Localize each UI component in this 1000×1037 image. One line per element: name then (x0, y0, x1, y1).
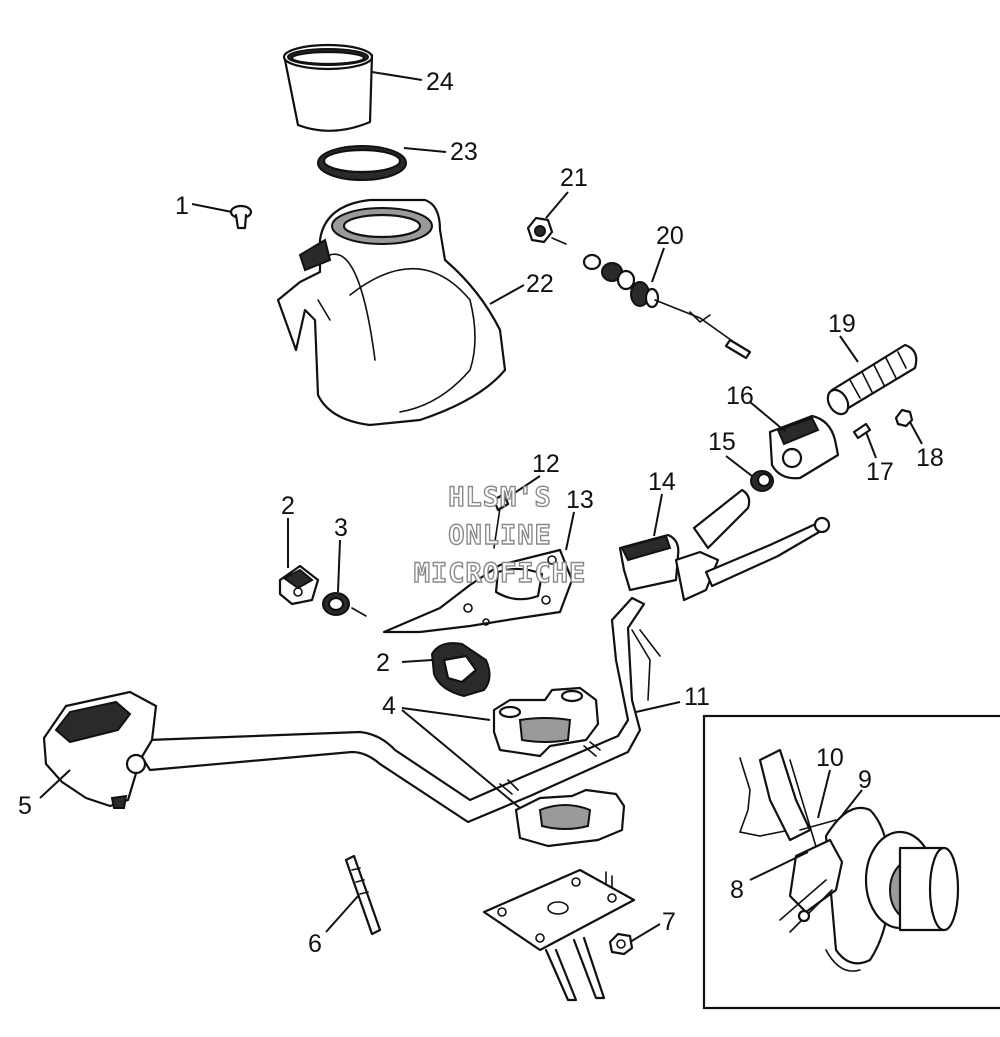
callout-11: 11 (684, 683, 710, 711)
part-23-ring (317, 145, 407, 181)
callout-2-upper: 2 (281, 492, 295, 520)
callout-9: 9 (858, 766, 872, 794)
part-18-bolt (894, 408, 914, 428)
callout-18: 18 (916, 444, 944, 472)
watermark-line-2: ONLINE (448, 520, 552, 551)
callout-5: 5 (18, 792, 32, 820)
callout-16: 16 (726, 382, 754, 410)
callout-7: 7 (662, 908, 676, 936)
callout-22: 22 (526, 270, 554, 298)
part-2-upper-switch (278, 564, 320, 606)
callout-3: 3 (334, 514, 348, 542)
callout-8: 8 (730, 876, 744, 904)
inset-detail (702, 714, 1000, 1010)
callout-12: 12 (532, 450, 560, 478)
part-13-mount-plate (382, 548, 574, 634)
part-1-screw (229, 204, 253, 230)
callout-17: 17 (866, 458, 894, 486)
watermark-line-1: HLSM'S (448, 482, 552, 513)
part-4-lower-clamp (514, 788, 626, 848)
part-24-gauge-cylinder (282, 43, 374, 132)
watermark-line-3: MICROFICHE (414, 558, 587, 589)
part-2-lower-ignition (430, 642, 491, 698)
watermark: HLSM'S ONLINE MICROFICHE (413, 481, 587, 589)
part-3-nut (322, 592, 367, 617)
callout-14: 14 (648, 468, 676, 496)
callout-23: 23 (450, 138, 478, 166)
part-21-nut (526, 216, 567, 245)
callout-6: 6 (308, 930, 322, 958)
part-5-switch-housing (42, 690, 158, 809)
part-20-drive-gear (582, 253, 752, 360)
callout-19: 19 (828, 310, 856, 338)
part-22-cowl (276, 198, 507, 427)
part-4-upper-clamp (492, 686, 600, 758)
leader-lines (39, 71, 923, 943)
callout-2-lower: 2 (376, 649, 390, 677)
part-11-handlebar (138, 596, 661, 824)
part-15-collar (750, 470, 774, 492)
callout-10: 10 (816, 744, 844, 772)
part-19-grip (826, 343, 918, 416)
callout-1: 1 (175, 192, 189, 220)
callout-24: 24 (426, 68, 454, 96)
callout-20: 20 (656, 222, 684, 250)
part-12-bolt (492, 492, 510, 549)
part-6-pin (344, 854, 382, 936)
callout-21: 21 (560, 164, 588, 192)
part-14-master-cylinder (618, 488, 831, 602)
part-16-throttle-housing (768, 414, 840, 480)
callout-4: 4 (382, 692, 396, 720)
callout-labels: 1 2 3 2 4 5 6 7 8 9 10 11 12 13 14 15 16… (18, 68, 944, 958)
part-7-nut (608, 932, 634, 956)
callout-13: 13 (566, 486, 594, 514)
part-17-screw (852, 422, 872, 440)
callout-15: 15 (708, 428, 736, 456)
steering-mount-plate (482, 868, 636, 1002)
